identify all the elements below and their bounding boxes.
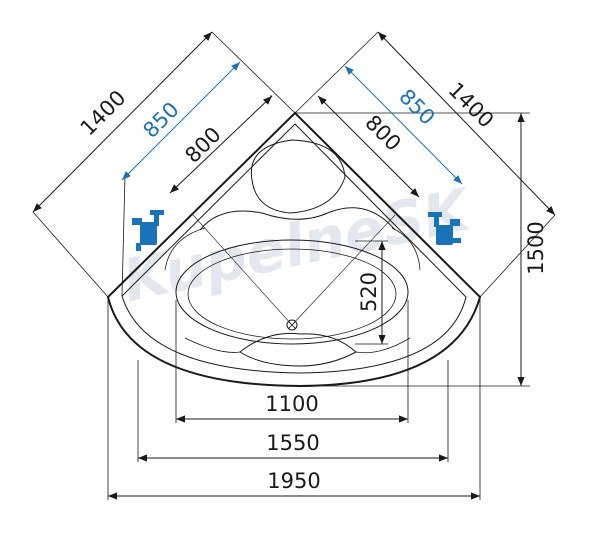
- tub-backrest-curve: [199, 207, 396, 231]
- dim-line-left-outer: [32, 31, 213, 213]
- center-guides: [192, 214, 396, 326]
- label-width-outer: 1950: [267, 469, 320, 493]
- faucet-left-icon: [132, 210, 164, 251]
- dim-line-right-outer: [377, 31, 556, 216]
- label-left-mid: 850: [138, 97, 183, 142]
- label-left-outer: 1400: [76, 86, 131, 141]
- label-width-inner: 1100: [265, 392, 318, 416]
- tub-front-seat: [239, 332, 357, 367]
- label-left-inner: 800: [180, 122, 225, 167]
- dim-line-left-inner: [169, 95, 273, 194]
- dim-line-left-mid: [121, 61, 241, 181]
- tub-basin: [175, 239, 409, 345]
- label-height: 1500: [524, 221, 548, 274]
- tub-headrest: [250, 139, 346, 214]
- dim-line-right-inner: [317, 95, 420, 198]
- watermark-text: KupelneSK: [117, 175, 479, 315]
- label-right-outer: 1400: [444, 78, 499, 133]
- tub-side-contour-left: [164, 227, 206, 271]
- tub-side-contour-right: [391, 227, 421, 271]
- label-width-mid: 1550: [266, 431, 319, 455]
- label-right-inner: 800: [360, 110, 405, 155]
- tub-inner-rim: [121, 123, 467, 374]
- label-depth: 520: [357, 272, 381, 312]
- tub-basin-inner: [187, 248, 397, 340]
- tub-front-contour: [184, 337, 411, 354]
